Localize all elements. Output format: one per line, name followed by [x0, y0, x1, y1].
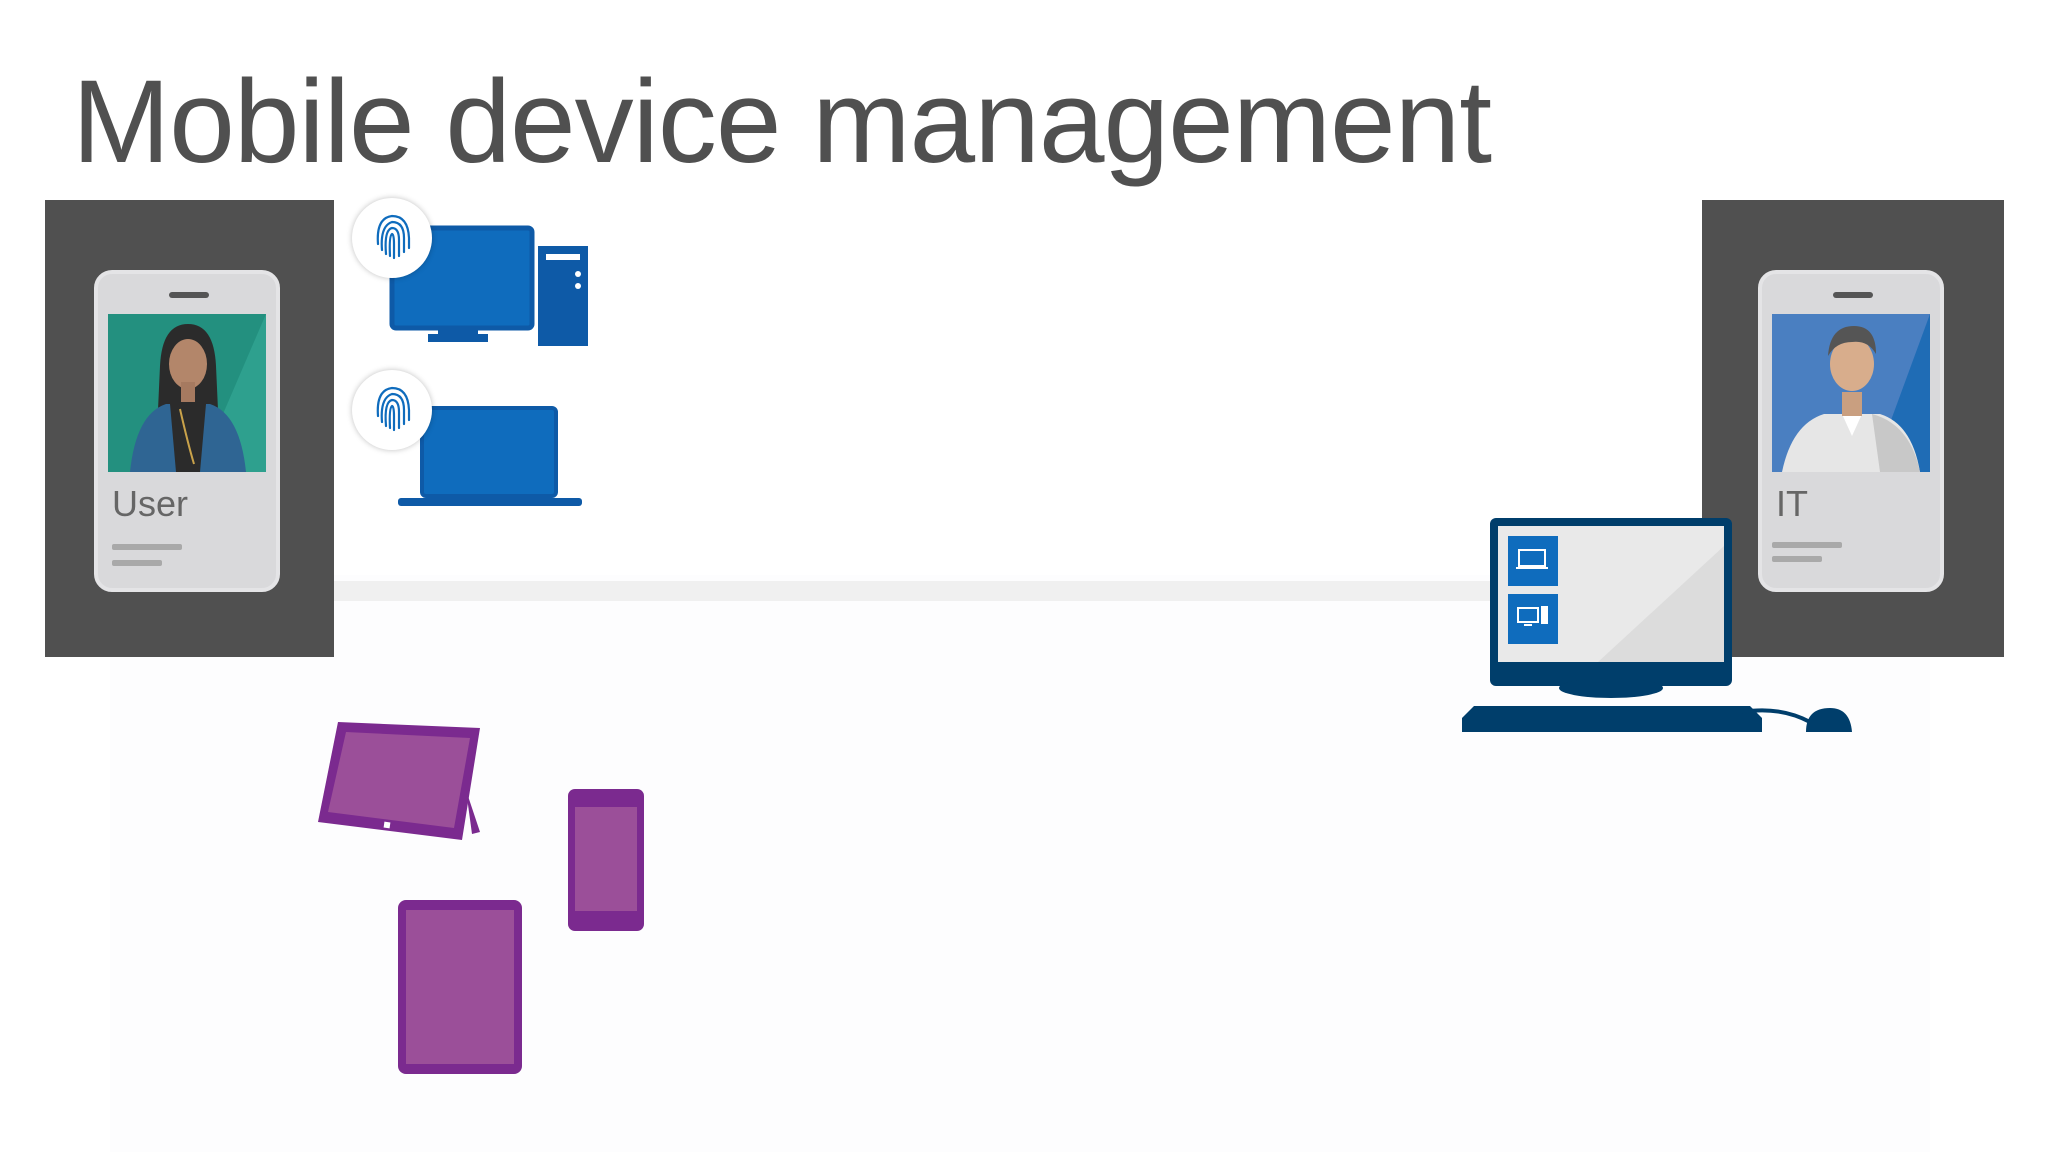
- fingerprint-badge: [352, 370, 432, 450]
- user-label: User: [112, 483, 189, 524]
- connector-line: [334, 581, 1494, 601]
- desktop-tile-icon: [1508, 594, 1558, 644]
- placeholder-line: [112, 544, 182, 550]
- placeholder-line: [112, 560, 162, 566]
- fingerprint-icon: [376, 386, 411, 432]
- slide-title: Mobile device management: [72, 56, 1492, 188]
- keyboard-icon: [1462, 706, 1762, 732]
- user-card: User: [94, 270, 280, 592]
- phone-speaker: [169, 292, 209, 298]
- surface-tablet-icon: [318, 722, 480, 840]
- fingerprint-badge: [352, 198, 432, 278]
- placeholder-line: [1772, 542, 1842, 548]
- it-label: IT: [1776, 483, 1808, 524]
- laptop-icon: [398, 406, 582, 506]
- smartphone-icon: [568, 789, 644, 931]
- ipad-icon: [398, 900, 522, 1074]
- laptop-tile-icon: [1508, 536, 1558, 586]
- user-avatar: [108, 314, 266, 472]
- phone-speaker: [1833, 292, 1873, 298]
- placeholder-line: [1772, 556, 1822, 562]
- admin-monitor-icon: [1490, 518, 1732, 698]
- it-card: IT: [1758, 270, 1944, 592]
- it-avatar: [1772, 314, 1930, 472]
- mouse-icon: [1741, 708, 1852, 732]
- fingerprint-icon: [376, 214, 411, 260]
